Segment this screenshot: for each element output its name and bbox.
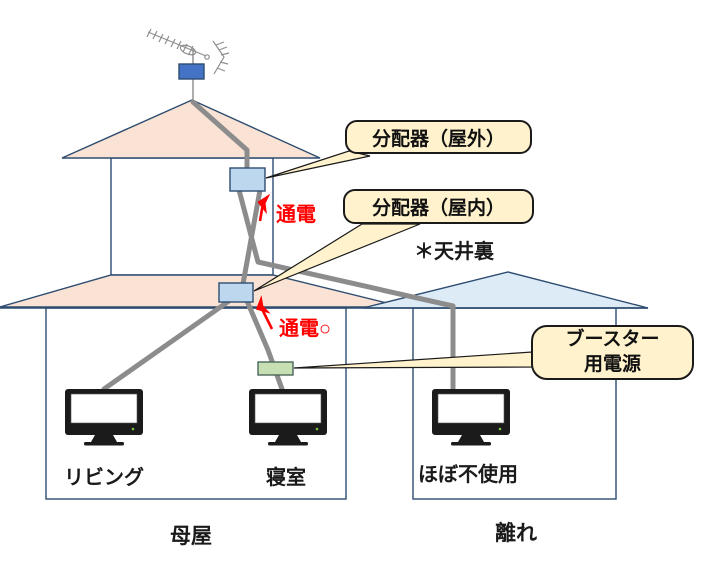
power-on-label-lower: 通電○ (279, 318, 332, 340)
antenna-icon (146, 28, 230, 75)
power-on-label-upper: 通電 (276, 204, 316, 226)
room-label-unused: ほぼ不使用 (418, 464, 518, 486)
cable-indoor-splitter-to-living-tv (101, 298, 232, 392)
cable-antenna-to-outdoor-splitter (190, 99, 250, 172)
outdoor-splitter-box (229, 167, 266, 192)
cable-indoor-splitter-to-bedroom-tv (244, 298, 285, 392)
callout-outdoor-splitter: 分配器（屋外） (345, 120, 532, 154)
booster-power-line2: 用電源 (583, 353, 641, 375)
building-label-detached: 離れ (495, 522, 537, 545)
ceiling-note: ＊天井裏 (414, 241, 494, 263)
room-label-bedroom: 寝室 (266, 467, 306, 489)
cable-outdoor-splitter-to-detached-tv (236, 187, 456, 391)
tail-indoor-splitter (253, 223, 421, 292)
tv-icon-living (65, 389, 143, 446)
up-arrow-icon (257, 193, 271, 222)
indoor-splitter-box (218, 282, 254, 303)
callout-indoor-splitter: 分配器（屋内） (343, 189, 534, 224)
building-label-main-house: 母屋 (170, 525, 212, 548)
tv-icon-bedroom (249, 389, 327, 446)
room-label-living: リビング (64, 467, 144, 489)
booster-power-box (257, 361, 294, 376)
tv-icon-unused (432, 389, 510, 446)
cable-outdoor-to-indoor-splitter (240, 187, 263, 287)
antenna-booster-box (178, 63, 205, 80)
coax-cables (101, 99, 456, 392)
callout-tails (253, 150, 533, 369)
booster-power-line1: ブースター (565, 328, 660, 350)
detached-roof (362, 271, 649, 309)
upper-roof (61, 99, 321, 159)
callout-booster-power: ブースター 用電源 (531, 325, 694, 380)
diagonal-arrow-icon (255, 295, 274, 330)
